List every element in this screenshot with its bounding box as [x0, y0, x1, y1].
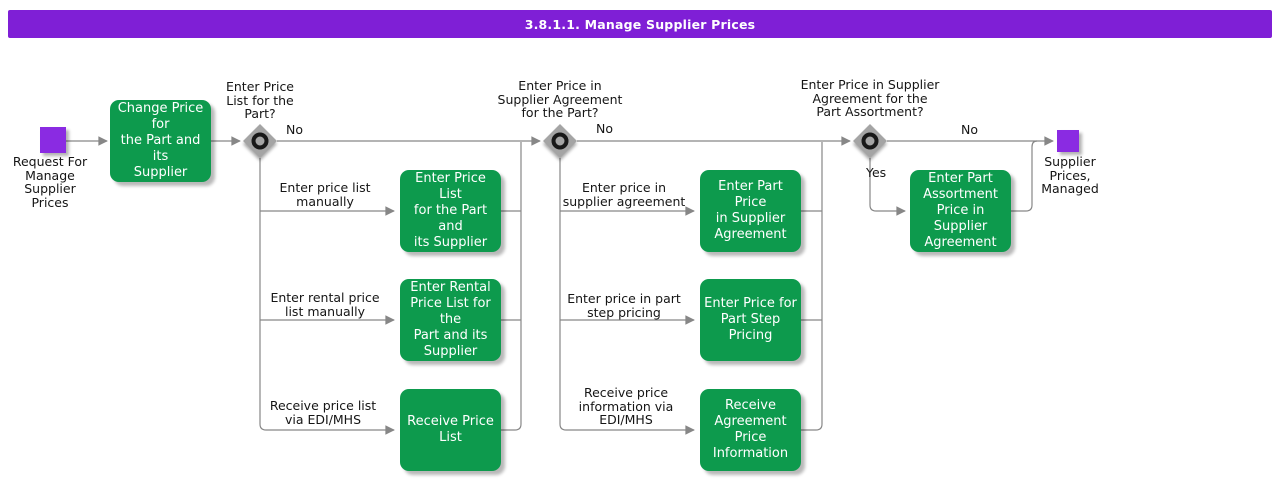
page-title: 3.8.1.1. Manage Supplier Prices: [524, 16, 756, 32]
edge-label-enter-step-pricing: Enter price in part step pricing: [567, 291, 681, 320]
activity-receive-price-list[interactable]: Receive Price List: [400, 389, 501, 471]
activity-enter-price-list[interactable]: Enter Price List for the Part and its Su…: [400, 170, 501, 252]
edge-label-no-2: No: [596, 121, 613, 136]
decision-circle-icon: [247, 128, 273, 154]
edge-label-receive-agreement-price: Receive price information via EDI/MHS: [578, 385, 674, 427]
activity-enter-step-pricing[interactable]: Enter Price for Part Step Pricing: [700, 279, 801, 361]
activity-change-price[interactable]: Change Price for the Part and its Suppli…: [110, 100, 211, 182]
decision-question-part-assortment: Enter Price in Supplier Agreement for th…: [800, 77, 940, 119]
edge-label-enter-price-list-manually: Enter price list manually: [279, 180, 371, 209]
activity-enter-assortment-price[interactable]: Enter Part Assortment Price in Supplier …: [910, 170, 1011, 252]
end-node: [1057, 130, 1079, 152]
start-node-label: Request For Manage Supplier Prices: [12, 154, 88, 210]
edge-label-no-1: No: [286, 122, 303, 137]
decision-question-supplier-agreement: Enter Price in Supplier Agreement for th…: [497, 78, 623, 120]
end-node-label: Supplier Prices, Managed: [1041, 154, 1099, 196]
edge-label-no-3: No: [961, 122, 978, 137]
activity-enter-rental-price-list[interactable]: Enter Rental Price List for the Part and…: [400, 279, 501, 361]
activity-receive-agreement-price[interactable]: Receive Agreement Price Information: [700, 389, 801, 471]
edge-label-enter-part-price: Enter price in supplier agreement: [562, 180, 686, 209]
start-node: [40, 127, 66, 153]
decision-circle-icon: [857, 128, 883, 154]
title-banner: 3.8.1.1. Manage Supplier Prices: [8, 10, 1272, 38]
decision-circle-icon: [547, 128, 573, 154]
decision-question-price-list: Enter Price List for the Part?: [225, 79, 295, 121]
activity-enter-part-price[interactable]: Enter Part Price in Supplier Agreement: [700, 170, 801, 252]
edge-label-receive-price-list: Receive price list via EDI/MHS: [269, 398, 377, 427]
edge-label-enter-rental-price-list: Enter rental price list manually: [270, 290, 380, 319]
edge-label-yes: Yes: [866, 165, 887, 180]
